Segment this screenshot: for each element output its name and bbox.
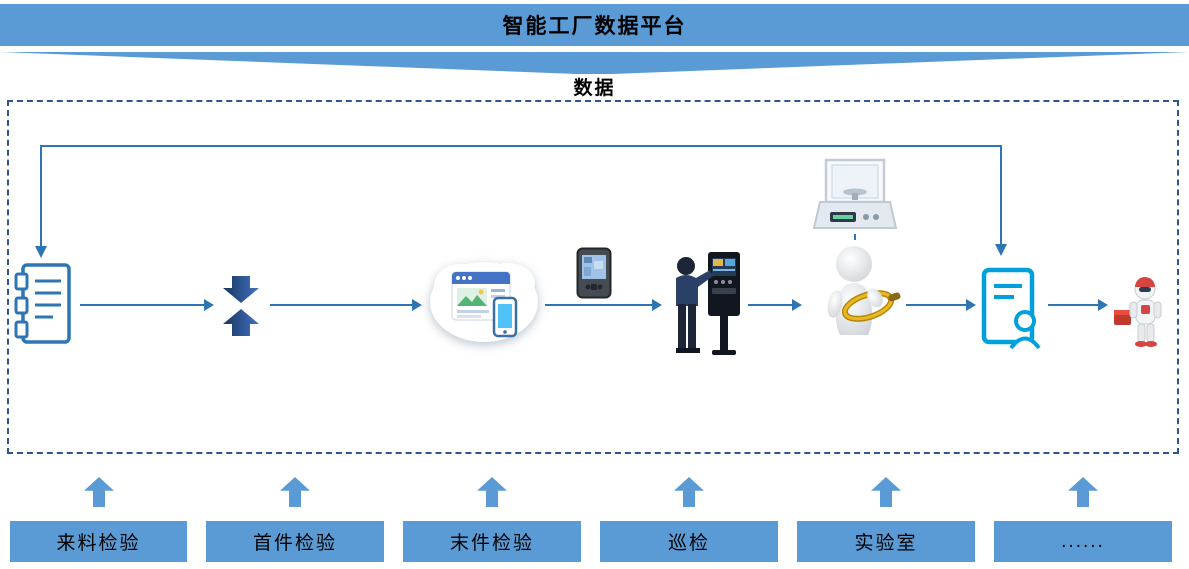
up-arrow-first-article (280, 477, 310, 507)
station-last-article-inspection: 末件检验 (403, 521, 581, 562)
up-arrow-more (1068, 477, 1098, 507)
pda-device-icon (576, 247, 612, 299)
data-funnel-shape (0, 52, 1189, 74)
station-incoming-inspection: 来料检验 (10, 521, 187, 562)
up-arrow-patrol (674, 477, 704, 507)
inspector-magnifier-icon (812, 240, 904, 342)
station-label: 巡检 (667, 533, 710, 554)
up-arrow-incoming-inspection (84, 477, 114, 507)
station-label: 首件检验 (252, 533, 337, 554)
flow-arrow-6 (1048, 299, 1108, 311)
up-arrow-laboratory (871, 477, 901, 507)
flow-arrow-5 (906, 299, 976, 311)
flow-arrow-4 (748, 299, 802, 311)
station-first-article-inspection: 首件检验 (206, 521, 384, 562)
flow-arrow-1 (80, 299, 214, 311)
web-app-cloud-icon (430, 262, 538, 342)
station-label: 实验室 (854, 533, 918, 554)
station-label: 末件检验 (449, 533, 534, 554)
platform-header-bar: 智能工厂数据平台 (0, 4, 1189, 46)
inspection-report-icon (14, 263, 71, 344)
platform-title: 智能工厂数据平台 (502, 15, 687, 38)
operator-terminal-icon (676, 252, 740, 355)
station-label: 来料检验 (56, 533, 141, 554)
flow-arrow-2 (270, 299, 422, 311)
data-funnel-label: 数据 (573, 78, 616, 99)
certificate-stamp-icon (981, 267, 1041, 350)
compress-arrows-icon (223, 276, 259, 336)
station-patrol-inspection: 巡检 (600, 521, 778, 562)
up-arrow-last-article (477, 477, 507, 507)
station-laboratory: 实验室 (797, 521, 975, 562)
flow-arrow-3 (545, 299, 662, 311)
station-label: ...... (1061, 530, 1105, 552)
lab-balance-icon (806, 156, 904, 234)
process-boundary-box (7, 100, 1179, 454)
station-more: ...... (994, 521, 1172, 562)
robot-courier-icon (1112, 276, 1170, 350)
